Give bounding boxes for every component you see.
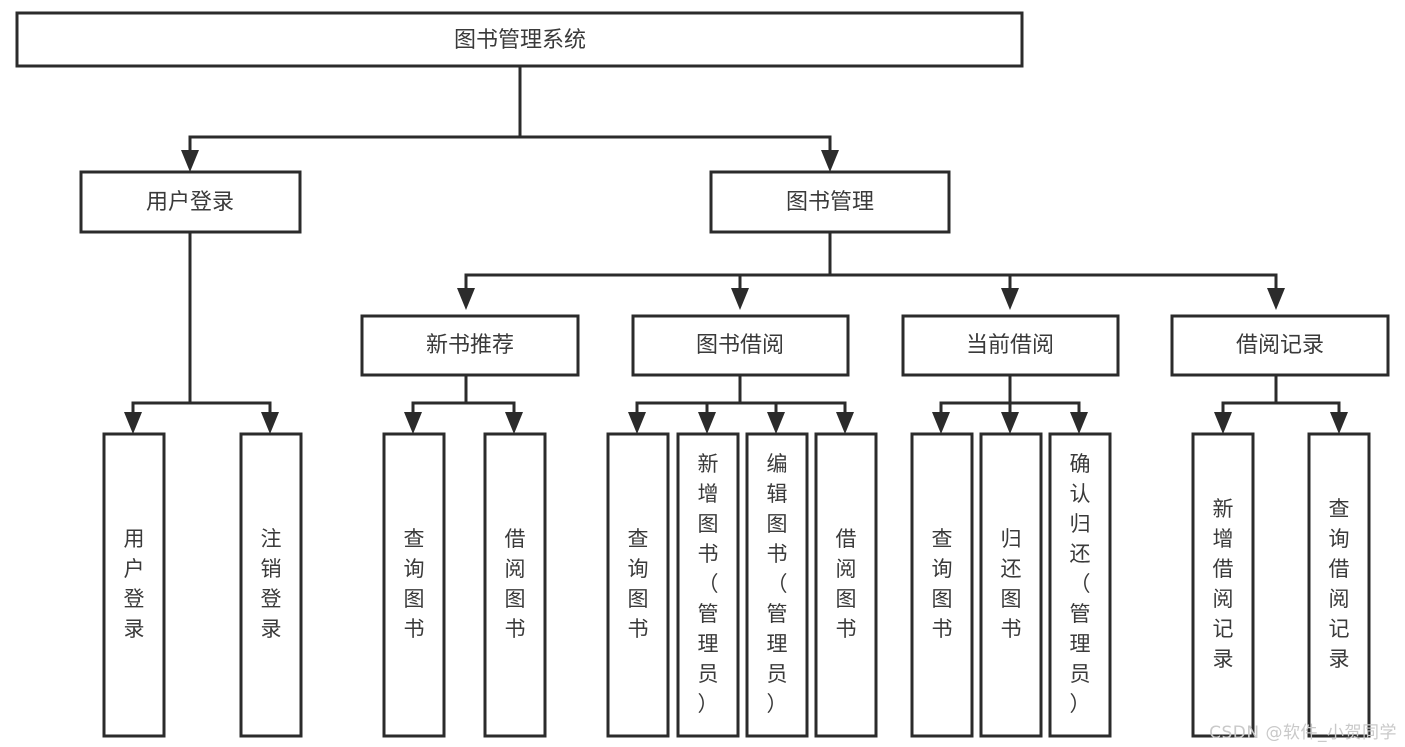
node-user-login-label: 用户登录 [146,190,234,215]
arrow-to-book-borrow [731,288,749,310]
node-leaf-add-record-label: 新增借阅记录 [1213,497,1234,671]
arrow-to-leaf-return-book [1001,412,1019,434]
arrow-to-leaf-add-record [1214,412,1232,434]
connector-new-book-recommend-to-leaves [404,373,523,434]
node-current-borrow[interactable]: 当前借阅 [901,314,1120,377]
node-leaf-query-record[interactable]: 查询借阅记录 [1307,432,1371,738]
node-borrow-record-label: 借阅记录 [1236,333,1324,358]
node-borrow-record[interactable]: 借阅记录 [1170,314,1390,377]
node-root-label: 图书管理系统 [454,28,586,53]
arrow-to-leaf-query-book-2 [628,412,646,434]
node-leaf-logout[interactable]: 注销登录 [239,432,303,738]
arrow-to-leaf-query-record [1330,412,1348,434]
connector-user-login-to-leaves [124,230,279,434]
node-leaf-borrow-book-1-label: 借阅图书 [505,527,526,641]
node-leaf-query-record-label: 查询借阅记录 [1329,497,1350,671]
arrow-to-leaf-add-book [698,412,716,434]
node-new-book-recommend[interactable]: 新书推荐 [360,314,580,377]
node-leaf-confirm-return[interactable]: 确认归还（管理员） [1048,432,1112,738]
node-leaf-borrow-book-1[interactable]: 借阅图书 [483,432,547,738]
node-leaf-edit-book-label: 编辑图书（管理员） [767,452,788,716]
node-leaf-user-login-label: 用户登录 [124,527,145,641]
node-leaf-confirm-return-label: 确认归还（管理员） [1070,452,1091,716]
arrow-to-leaf-logout [261,412,279,434]
node-leaf-query-book-2[interactable]: 查询图书 [606,432,670,738]
connector-borrow-record-to-leaves [1214,373,1348,434]
arrow-to-leaf-borrow-book-2 [836,412,854,434]
node-book-borrow[interactable]: 图书借阅 [631,314,850,377]
connector-root-to-level2 [181,64,839,172]
node-book-management[interactable]: 图书管理 [709,170,951,234]
connector-current-borrow-to-leaves [932,373,1088,434]
node-book-borrow-label: 图书借阅 [696,333,784,358]
connector-book-borrow-to-leaves [628,373,854,434]
node-leaf-user-login[interactable]: 用户登录 [102,432,166,738]
arrow-to-book-management [821,150,839,172]
connector-book-management-to-level3 [457,230,1285,310]
node-leaf-query-book-3-label: 查询图书 [932,527,953,641]
arrow-to-current-borrow [1001,288,1019,310]
node-leaf-add-book-label: 新增图书（管理员） [698,452,719,716]
node-user-login[interactable]: 用户登录 [79,170,302,234]
arrow-to-user-login [181,150,199,172]
node-leaf-logout-label: 注销登录 [261,527,282,641]
node-leaf-return-book-label: 归还图书 [1001,527,1022,641]
arrow-to-leaf-user-login [124,412,142,434]
node-book-management-label: 图书管理 [786,190,874,215]
arrow-to-leaf-query-book-3 [932,412,950,434]
node-leaf-query-book-3[interactable]: 查询图书 [910,432,974,738]
node-root[interactable]: 图书管理系统 [15,11,1024,68]
node-new-book-recommend-label: 新书推荐 [426,333,514,358]
arrow-to-new-book-recommend [457,288,475,310]
node-leaf-add-record[interactable]: 新增借阅记录 [1191,432,1255,738]
arrow-to-leaf-confirm-return [1070,412,1088,434]
node-leaf-query-book-1[interactable]: 查询图书 [382,432,446,738]
node-leaf-borrow-book-2-label: 借阅图书 [836,527,857,641]
arrow-to-leaf-query-book-1 [404,412,422,434]
node-leaf-query-book-2-label: 查询图书 [628,527,649,641]
arrow-to-leaf-borrow-book-1 [505,412,523,434]
arrow-to-leaf-edit-book [767,412,785,434]
node-leaf-query-book-1-label: 查询图书 [404,527,425,641]
node-current-borrow-label: 当前借阅 [966,333,1054,358]
node-leaf-borrow-book-2[interactable]: 借阅图书 [814,432,878,738]
node-leaf-return-book[interactable]: 归还图书 [979,432,1043,738]
node-leaf-edit-book[interactable]: 编辑图书（管理员） [745,432,809,738]
node-leaf-add-book[interactable]: 新增图书（管理员） [676,432,740,738]
arrow-to-borrow-record [1267,288,1285,310]
